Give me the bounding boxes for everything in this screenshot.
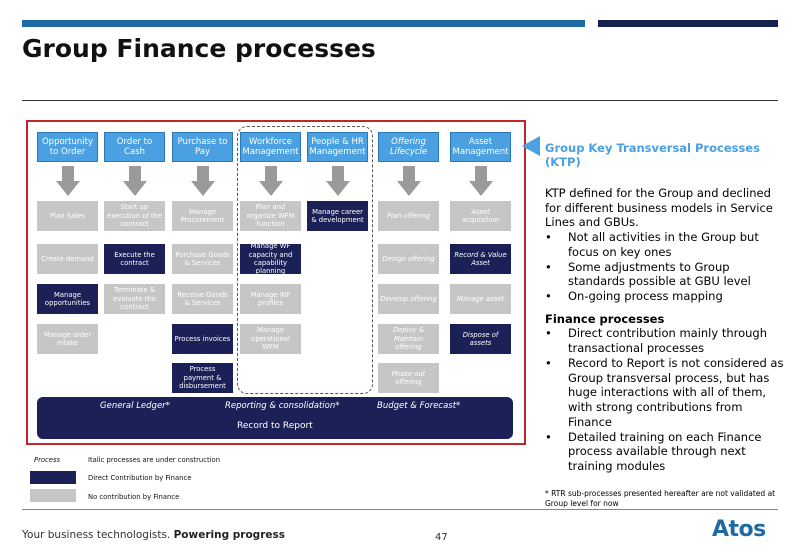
column-header: People & HR Management [307,132,368,162]
ktp-intro: KTP defined for the Group and declined f… [545,186,773,230]
finance-title: Finance processes [545,311,665,326]
process-box: Create demand [37,244,98,274]
bullet-icon: • [545,355,552,370]
atos-logo: Atos [712,517,766,542]
bullet-text: Some adjustments to Group standards poss… [568,259,751,289]
bullet-text: On-going process mapping [568,289,723,304]
legend-direct-label: Direct Contribution by Finance [88,474,192,482]
footer-tagline: Your business technologists. Powering pr… [22,529,285,541]
process-box: Dispose of assets [450,324,511,354]
record-to-report-bar: General Ledger* Reporting & consolidatio… [37,397,513,439]
column-header: Asset Management [450,132,511,162]
bullet-text: Direct contribution mainly through trans… [568,326,768,356]
process-box: Plan offering [378,201,439,231]
process-box: Develop offering [378,284,439,314]
process-box: Manage Procurement [172,201,233,231]
down-arrow-icon [123,166,147,196]
legend-swatch-direct [30,471,76,484]
process-box: Manage asset [450,284,511,314]
process-box: Terminate & evaluate the contract [104,284,165,314]
column-header: Purchase to Pay [172,132,233,162]
top-accent-bar-blue [22,20,585,27]
process-box: Manage WF capacity and capability planni… [240,242,301,275]
bullet-item: • Record to Report is not considered as G… [545,356,785,430]
down-arrow-icon [469,166,493,196]
title-divider [22,100,778,101]
process-box: Record & Value Asset [450,244,511,274]
bullet-item: • Not all activities in the Group but foc… [545,230,785,259]
bullet-text: Detailed training on each Finance proces… [568,429,762,473]
bullet-icon: • [545,259,552,274]
general-ledger-label: General Ledger* [100,401,170,411]
legend-process-label: Process [34,456,61,464]
top-accent-bar-dark [598,20,778,27]
column-header: Opportunity to Order [37,132,98,162]
footer-tagline-regular: Your business technologists. [22,529,171,541]
column-header: Workforce Management [240,132,301,162]
process-box: Process payment & disbursement [172,363,233,393]
down-arrow-icon [56,166,80,196]
bullet-item: • Some adjustments to Group standards pos… [545,260,785,289]
record-to-report-label: Record to Report [237,421,313,431]
process-box: Start up execution of the contract [104,201,165,231]
bullet-item: • On-going process mapping [545,289,785,304]
process-box: Asset acquisition [450,201,511,231]
process-box: Plan and organize WFM function [240,201,301,231]
footer-tagline-bold: Powering progress [173,529,285,541]
finance-bullet-list: • Direct contribution mainly through tran… [545,326,785,473]
right-panel-text: KTP defined for the Group and declined f… [545,186,785,474]
bullet-text: Not all activities in the Group but focu… [568,230,759,259]
legend-swatch-none [30,489,76,502]
pointer-triangle-icon [522,136,540,156]
down-arrow-icon [397,166,421,196]
column-header: Offering Lifecycle [378,132,439,162]
footer-divider [22,509,778,510]
ktp-bullet-list: • Not all activities in the Group but foc… [545,230,785,304]
bullet-item: • Direct contribution mainly through tran… [545,326,785,355]
process-box: Execute the contract [104,244,165,274]
process-box: Deploy & Maintain offering [378,324,439,354]
process-box: Process invoices [172,324,233,354]
legend-none-label: No contribution by Finance [88,493,180,501]
reporting-consolidation-label: Reporting & consolidation* [225,401,340,411]
process-box: Manage WF profiles [240,284,301,314]
bullet-icon: • [545,289,552,304]
bullet-item: • Detailed training on each Finance proce… [545,430,785,474]
process-box: Manage operational WFM [240,324,301,354]
process-map-frame [26,120,526,445]
page-number: 47 [435,532,448,543]
down-arrow-icon [259,166,283,196]
bullet-icon: • [545,230,552,245]
process-box: Manage career & development [307,201,368,231]
column-header: Order to Cash [104,132,165,162]
bullet-icon: • [545,326,552,341]
legend-italic-note: Italic processes are under construction [88,456,220,464]
down-arrow-icon [191,166,215,196]
bullet-text: Record to Report is not considered as Gr… [568,355,784,429]
bullet-icon: • [545,429,552,444]
process-box: Plan Sales [37,201,98,231]
hr-processes-dashed-group [237,126,373,394]
process-box: Design offering [378,244,439,274]
process-box: Phase out offering [378,363,439,393]
process-box: Manage opportunities [37,284,98,314]
down-arrow-icon [326,166,350,196]
slide-title: Group Finance processes [22,34,376,63]
rtr-footnote: * RTR sub-processes presented hereafter … [545,489,776,508]
process-box: Receive Goods & Services [172,284,233,314]
budget-forecast-label: Budget & Forecast* [377,401,461,411]
process-box: Manage order intake [37,324,98,354]
ktp-title: Group Key Transversal Processes (KTP) [545,141,760,170]
process-box: Purchase Goods & Services [172,244,233,274]
